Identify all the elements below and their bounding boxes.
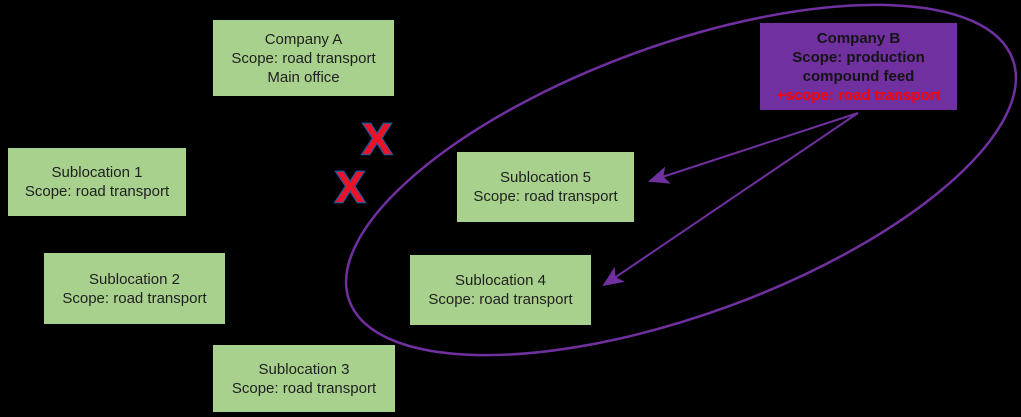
box-text-line: Scope: production: [792, 48, 925, 66]
company-b-box: Company B Scope: production compound fee…: [760, 23, 957, 110]
box-text-line: Scope: road transport: [62, 289, 207, 307]
box-text-line: Sublocation 2: [89, 270, 180, 288]
box-text-line: Scope: road transport: [428, 291, 573, 308]
box-text-line: Sublocation 1: [51, 164, 143, 181]
arrow-company-b-to-sublocation-5: [648, 112, 859, 184]
sublocation-3-box: Sublocation 3 Scope: road transport: [213, 345, 395, 412]
sublocation-1-box: Sublocation 1 Scope: road transport: [8, 148, 186, 216]
sublocation-5-box: Sublocation 5 Scope: road transport: [457, 152, 634, 222]
box-text-line: Sublocation 5: [500, 169, 591, 186]
sublocation-4-box: Sublocation 4 Scope: road transport: [410, 255, 591, 325]
sublocation-2-box: Sublocation 2 Scope: road transport: [44, 253, 225, 324]
box-text-line: Company A: [264, 30, 343, 48]
box-text-line: Company B: [816, 29, 901, 47]
box-text-line: Scope: road transport: [231, 49, 376, 67]
added-scope-highlight: +scope: road transport: [776, 86, 941, 104]
box-text-line: compound feed: [802, 67, 915, 85]
box-text-line: Main office: [267, 68, 340, 86]
company-a-box: Company A Scope: road transport Main off…: [213, 20, 394, 96]
box-text-line: Scope: road transport: [473, 188, 618, 205]
box-text-line: Scope: road transport: [231, 379, 377, 397]
box-text-line: Sublocation 3: [258, 360, 350, 378]
box-text-line: Sublocation 4: [455, 272, 546, 289]
box-text-line: Scope: road transport: [24, 183, 170, 200]
rejected-link-x-icon: X: [335, 163, 364, 212]
rejected-link-x-icon: X: [362, 115, 391, 164]
arrow-company-b-to-sublocation-4: [602, 112, 859, 287]
